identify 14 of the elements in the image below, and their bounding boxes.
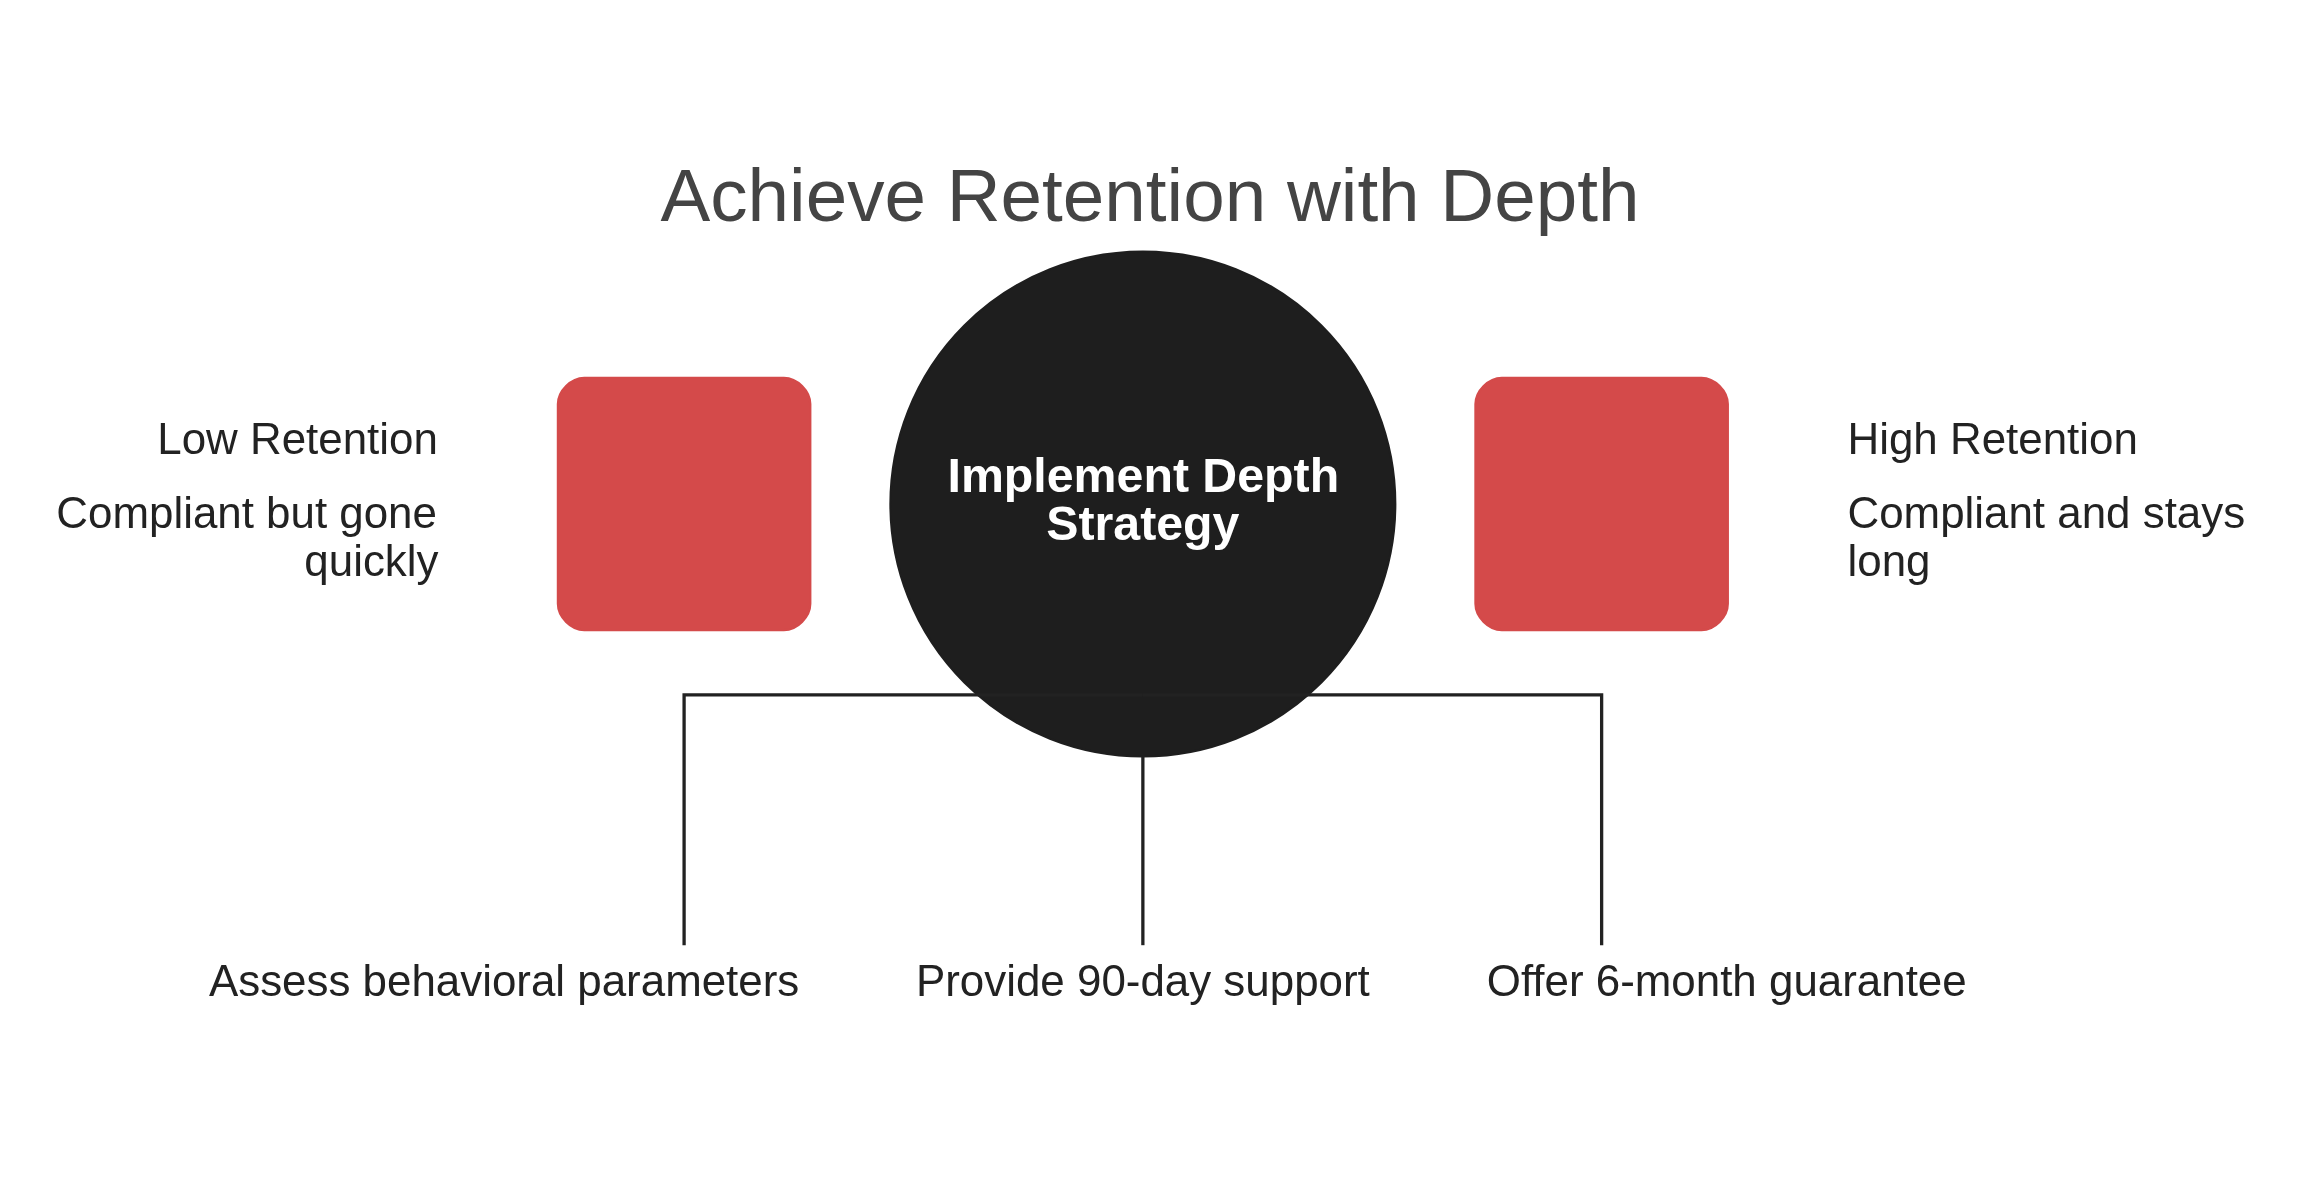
node-label: High Retention [1847, 413, 2138, 463]
connector [1142, 693, 1604, 946]
diagram-title: Achieve Retention with Depth [660, 153, 1640, 238]
node-circle: Implement Depth Strategy [889, 250, 1397, 758]
node-box [1474, 376, 1729, 632]
node-text: Provide 90-day support [915, 955, 1370, 1005]
connector [682, 693, 1143, 946]
connector [1141, 756, 1145, 946]
node-label: Low Retention [157, 413, 438, 463]
node-text: Assess behavioral parameters [208, 955, 800, 1005]
node-text: Offer 6-month guarantee [1486, 955, 1967, 1005]
node-label: Compliant and stays long [1847, 488, 2246, 586]
node-label: Compliant but gone quickly [56, 488, 439, 586]
node-box [556, 376, 812, 632]
